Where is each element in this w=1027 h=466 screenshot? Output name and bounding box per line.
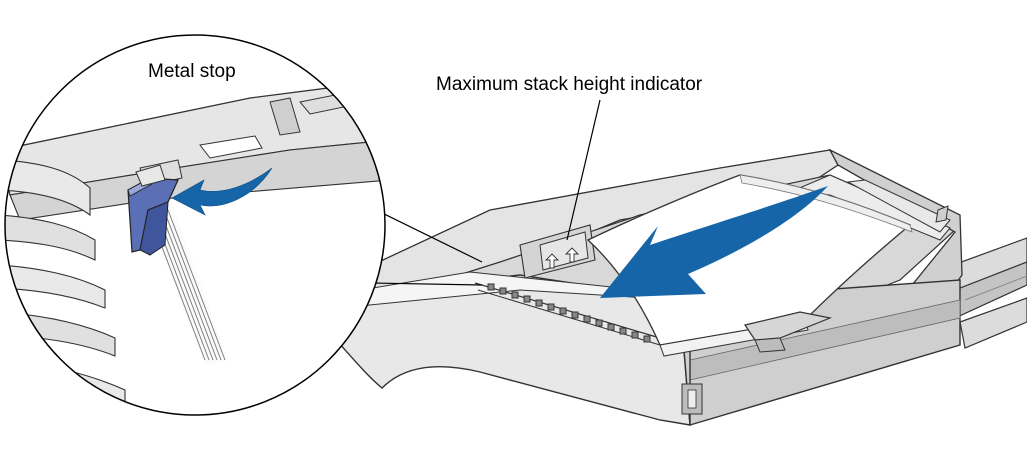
length-guide xyxy=(744,311,833,353)
magnified-detail xyxy=(4,34,386,416)
metal-stop xyxy=(127,164,179,256)
tray-edge-teeth xyxy=(474,282,661,346)
magnifier-connector xyxy=(371,207,483,263)
arrow-up-icon xyxy=(564,247,580,263)
metal-stop-label: Metal stop xyxy=(148,61,236,82)
magnifier-connector xyxy=(371,282,483,286)
max-stack-leader xyxy=(566,99,601,241)
slide-rails xyxy=(944,237,1027,349)
max-stack-height-label: Maximum stack height indicator xyxy=(436,74,703,95)
stack-height-indicator xyxy=(544,247,580,269)
curved-arrow-icon xyxy=(171,167,273,216)
curved-arrow-icon xyxy=(600,186,828,298)
arrow-up-icon xyxy=(544,253,560,269)
